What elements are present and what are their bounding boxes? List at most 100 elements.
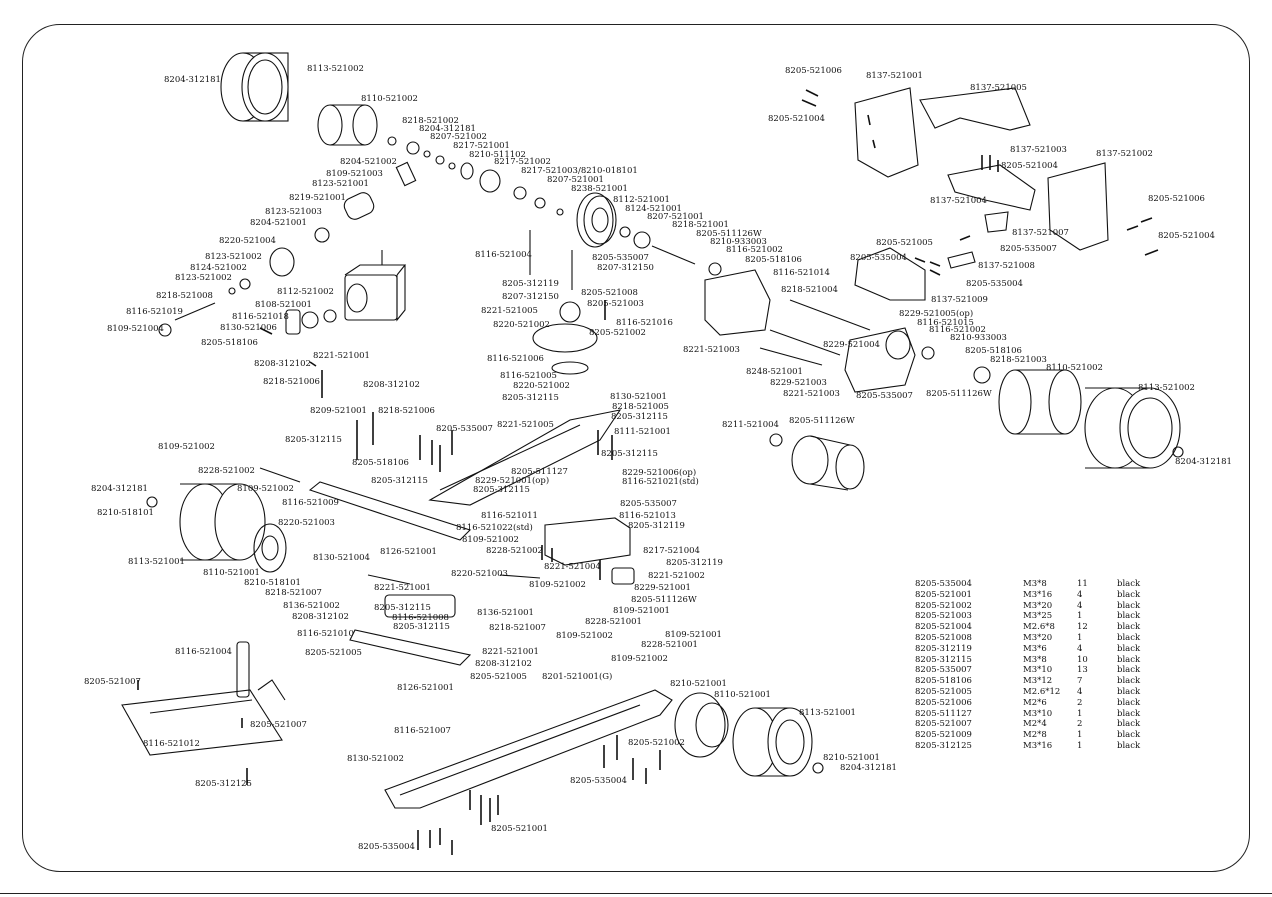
part-label: 8205-535004 [850,253,907,263]
part-label: 8205-312125 [195,779,252,789]
part-label: 8205-312115 [285,435,342,445]
part-label: 8229-521006(op) [622,468,697,478]
part-label: 8205-312115 [371,476,428,486]
quantity-cell: 1 [1077,632,1083,643]
part-label: 8205-518106 [745,255,802,265]
part-label: 8205-535007 [436,424,493,434]
part-label: 8110-521001 [203,568,260,578]
part-label: 8137-521005 [970,83,1027,93]
color-cell: black [1117,697,1141,708]
part-label: 8205-518106 [965,346,1022,356]
part-label: 8205-521002 [589,328,646,338]
part-label: 8229-521003 [770,378,827,388]
quantity-cell: 4 [1077,643,1083,654]
part-number-cell: 8205-521007 [915,719,972,730]
color-cell: black [1117,632,1141,643]
part-label: 8205-535004 [570,776,627,786]
part-label: 8116-521018 [232,312,289,322]
part-label: 8228-521002 [486,546,543,556]
part-number-cell: 8205-521003 [915,611,972,622]
part-label: 8220-521004 [219,236,276,246]
part-label: 8208-312102 [363,380,420,390]
part-label: 8204-312181 [164,75,221,85]
part-label: 8208-312102 [292,612,349,622]
part-label: 8205-312115 [601,449,658,459]
part-label: 8137-521002 [1096,149,1153,159]
part-label: 8116-521009 [282,498,339,508]
part-label: 8123-521002 [205,252,262,262]
part-label: 8209-521001 [310,406,367,416]
part-label: 8205-521003 [587,299,644,309]
part-label: 8205-518106 [201,338,258,348]
top-deck [428,230,622,506]
part-label: 8229-521005(op) [899,309,974,319]
size-cell: M2*8 [1023,730,1047,741]
quantity-cell: 1 [1077,730,1083,741]
color-cell: black [1117,740,1141,751]
part-label: 8228-521001 [641,640,698,650]
part-label: 8207-312150 [502,292,559,302]
quantity-cell: 4 [1077,686,1083,697]
part-label: 8217-521003/8210-018101 [521,166,638,176]
part-label: 8218-521005 [612,402,669,412]
part-label: 8130-521002 [347,754,404,764]
part-label: 8109-521003 [326,169,383,179]
part-label: 8205-535004 [358,842,415,852]
part-label: 8221-521003 [783,389,840,399]
part-label: 8109-521001 [613,606,670,616]
part-number-cell: 8205-521009 [915,730,972,741]
part-label: 8208-312102 [475,659,532,669]
part-label: 8126-521001 [397,683,454,693]
color-cell: black [1117,600,1141,611]
part-label: 8220-521002 [493,320,550,330]
part-label: 8109-521002 [611,654,668,664]
part-label: 8220-521003 [451,569,508,579]
part-label: 8116-521016 [616,318,673,328]
part-label: 8205-312115 [473,485,530,495]
part-label: 8218-521007 [265,588,322,598]
quantity-cell: 4 [1077,589,1083,600]
part-label: 8210-518101 [97,508,154,518]
part-label: 8113-521001 [799,708,856,718]
size-cell: M3*20 [1023,632,1053,643]
color-cell: black [1117,654,1141,665]
part-label: 8204-312181 [1175,457,1232,467]
part-label: 8205-312115 [374,603,431,613]
part-label: 8211-521004 [722,420,779,430]
part-label: 8205-312119 [666,558,723,568]
size-cell: M3*12 [1023,676,1053,687]
part-label: 8116-521014 [773,268,830,278]
size-cell: M3*16 [1023,589,1053,600]
part-label: 8205-521006 [1148,194,1205,204]
part-label: 8116-521006 [487,354,544,364]
setup-tool [121,641,286,756]
part-label: 8221-521005 [481,306,538,316]
spur-gear [576,192,722,276]
part-label: 8205-521005 [876,238,933,248]
part-label: 8136-521002 [283,601,340,611]
part-label: 8110-521002 [1046,363,1103,373]
part-label: 8210-933003 [950,333,1007,343]
color-cell: black [1117,622,1141,633]
part-label: 8116-521002 [726,245,783,255]
part-number-cell: 8205-521001 [915,589,972,600]
part-label: 8207-521002 [430,132,487,142]
part-label: 8205-521002 [628,738,685,748]
part-label: 8205-312115 [393,622,450,632]
part-number-cell: 8205-312115 [915,654,972,665]
part-label: 8221-521002 [648,571,705,581]
front-right-wheel [674,692,824,777]
rear-right-wheel [973,366,1184,469]
part-label: 8205-521007 [250,720,307,730]
part-label: 8109-521002 [556,631,613,641]
part-label: 8205-521007 [84,677,141,687]
part-label: 8205-312115 [611,412,668,422]
part-number-cell: 8205-521006 [915,697,972,708]
part-label: 8207-521001 [547,175,604,185]
color-cell: black [1117,686,1141,697]
part-label: 8116-521004 [175,647,232,657]
size-cell: M3*10 [1023,665,1053,676]
